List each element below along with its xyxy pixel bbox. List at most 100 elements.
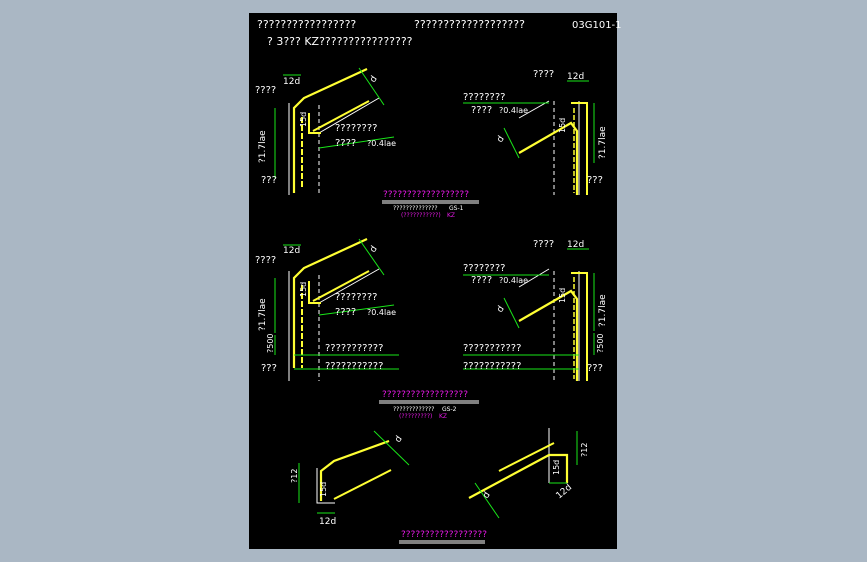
detail-3-right: 15d ?12 d 12d	[468, 428, 589, 519]
dim-d: d	[393, 434, 404, 444]
label-q11-b: ???????????	[463, 361, 521, 372]
rebar-bent	[292, 238, 368, 368]
beam-top	[518, 268, 550, 288]
dim-d: d	[495, 134, 506, 144]
rebar-hook	[308, 113, 321, 134]
caption-1-tag: GS-1	[449, 205, 464, 212]
dim-15d: 15d	[299, 112, 308, 127]
label-q8: ????????	[463, 92, 505, 103]
rebar-bent	[518, 289, 579, 381]
dim-12d: 12d	[283, 77, 300, 87]
dim-12d: 12d	[567, 72, 584, 82]
dim-d: d	[495, 304, 506, 314]
dim-15d: 15d	[299, 282, 308, 297]
header-line1-left: ?????????????????	[257, 18, 356, 31]
beam-top	[518, 100, 550, 119]
drawing-sheet: ????????????????? ??????????????????? 03…	[249, 13, 622, 549]
label-q4b: ????	[471, 275, 492, 286]
label-q11-a: ???????????	[463, 343, 521, 354]
caption-1-note2: KZ	[447, 212, 455, 219]
beam-edge	[318, 97, 380, 134]
rebar-bent	[518, 121, 579, 195]
label-q4b: ????	[335, 138, 356, 149]
detail-3-left: ?12 15d d 12d	[290, 430, 410, 527]
caption-2-sub: ?????????????	[393, 406, 434, 413]
label-q8: ????????	[335, 292, 377, 303]
rebar-beam	[498, 442, 555, 472]
rebar-outer	[571, 102, 588, 195]
dim-d: d	[481, 490, 492, 500]
label-q11-a: ???????????	[325, 343, 383, 354]
dim-04lae: ?0.4lae	[499, 276, 528, 285]
beam-edge	[318, 268, 380, 304]
rebar-bent	[292, 68, 368, 193]
detail-1-left: 12d ???? ?1.7lae 15d d ???????? ???? ?0.…	[255, 67, 396, 195]
dim-12: ?12	[580, 443, 589, 457]
header-line1-mid: ???????????????????	[414, 18, 525, 31]
label-q4: ????	[255, 85, 276, 96]
dim-500: ?500	[596, 333, 605, 353]
caption-1: ?????????????????? ?????????????? GS-1 (…	[382, 190, 479, 219]
dim-line-d	[503, 297, 520, 329]
dim-d: d	[368, 74, 379, 84]
detail-1-right: ???? 12d ???????? ???? ?0.4lae 15d ?1.7l…	[463, 69, 608, 195]
caption-2-tag: GS-2	[442, 406, 457, 413]
label-q4: ????	[255, 255, 276, 266]
detail-2-right: ???? 12d ???????? ???? ?0.4lae 15d ?1.7l…	[463, 239, 608, 381]
leader-line	[318, 304, 395, 316]
atlas-code: 03G101-1	[572, 20, 622, 31]
dim-line-d	[358, 67, 385, 106]
caption-1-sub: ??????????????	[393, 205, 438, 212]
dim-04lae: ?0.4lae	[367, 308, 396, 317]
dim-12d: 12d	[283, 246, 300, 256]
dim-line-d	[474, 482, 500, 519]
dim-line-d	[358, 238, 385, 276]
caption-1-note: (???????????)	[401, 212, 441, 219]
caption-3-title: ??????????????????	[401, 530, 487, 540]
dim-15d: 15d	[319, 482, 328, 497]
label-q8: ????????	[335, 123, 377, 134]
dim-500: ?500	[266, 333, 275, 353]
dim-12: ?12	[290, 469, 299, 483]
dim-12d: 12d	[567, 240, 584, 250]
caption-2-note: (?????????)	[399, 413, 432, 420]
label-q3: ???	[261, 175, 277, 186]
rebar-beam	[312, 270, 370, 302]
dim-17lae: ?1.7lae	[598, 126, 608, 159]
dim-line-d	[503, 127, 520, 159]
label-q3: ???	[587, 363, 603, 374]
dim-04lae: ?0.4lae	[367, 139, 396, 148]
rebar-beam	[333, 469, 392, 500]
label-q4b: ????	[471, 105, 492, 116]
caption-2: ?????????????????? ????????????? GS-2 (?…	[379, 390, 479, 420]
rebar-hook	[308, 281, 321, 304]
caption-2-title: ??????????????????	[382, 390, 468, 400]
label-q4: ????	[533, 69, 554, 80]
caption-3: ??????????????????	[399, 530, 487, 544]
dim-12d: 12d	[555, 483, 575, 502]
dim-12d: 12d	[319, 517, 336, 527]
label-q4: ????	[533, 239, 554, 250]
dim-17lae: ?1.7lae	[258, 130, 268, 163]
dim-15d: 15d	[558, 288, 567, 303]
label-q11-b: ???????????	[325, 361, 383, 372]
header-line2: ? 3??? KZ????????????????	[267, 35, 413, 48]
rebar-bent	[468, 453, 569, 499]
label-q4b: ????	[335, 307, 356, 318]
rebar-beam	[312, 100, 370, 132]
dim-15d: 15d	[552, 460, 561, 475]
caption-2-note2: KZ	[439, 413, 447, 420]
dim-d: d	[368, 244, 379, 254]
detail-2-left: 12d ???? ?1.7lae ?500 15d d ???????? ???…	[255, 238, 399, 381]
beam-end	[316, 468, 335, 504]
label-q3: ???	[587, 175, 603, 186]
dim-17lae: ?1.7lae	[258, 298, 268, 331]
dim-17lae: ?1.7lae	[598, 294, 608, 327]
dim-15d: 15d	[558, 118, 567, 133]
label-q8: ????????	[463, 263, 505, 274]
dim-line-d	[373, 430, 410, 466]
label-q3: ???	[261, 363, 277, 374]
dim-04lae: ?0.4lae	[499, 106, 528, 115]
drawing-canvas: ????????????????? ??????????????????? 03…	[255, 18, 622, 544]
